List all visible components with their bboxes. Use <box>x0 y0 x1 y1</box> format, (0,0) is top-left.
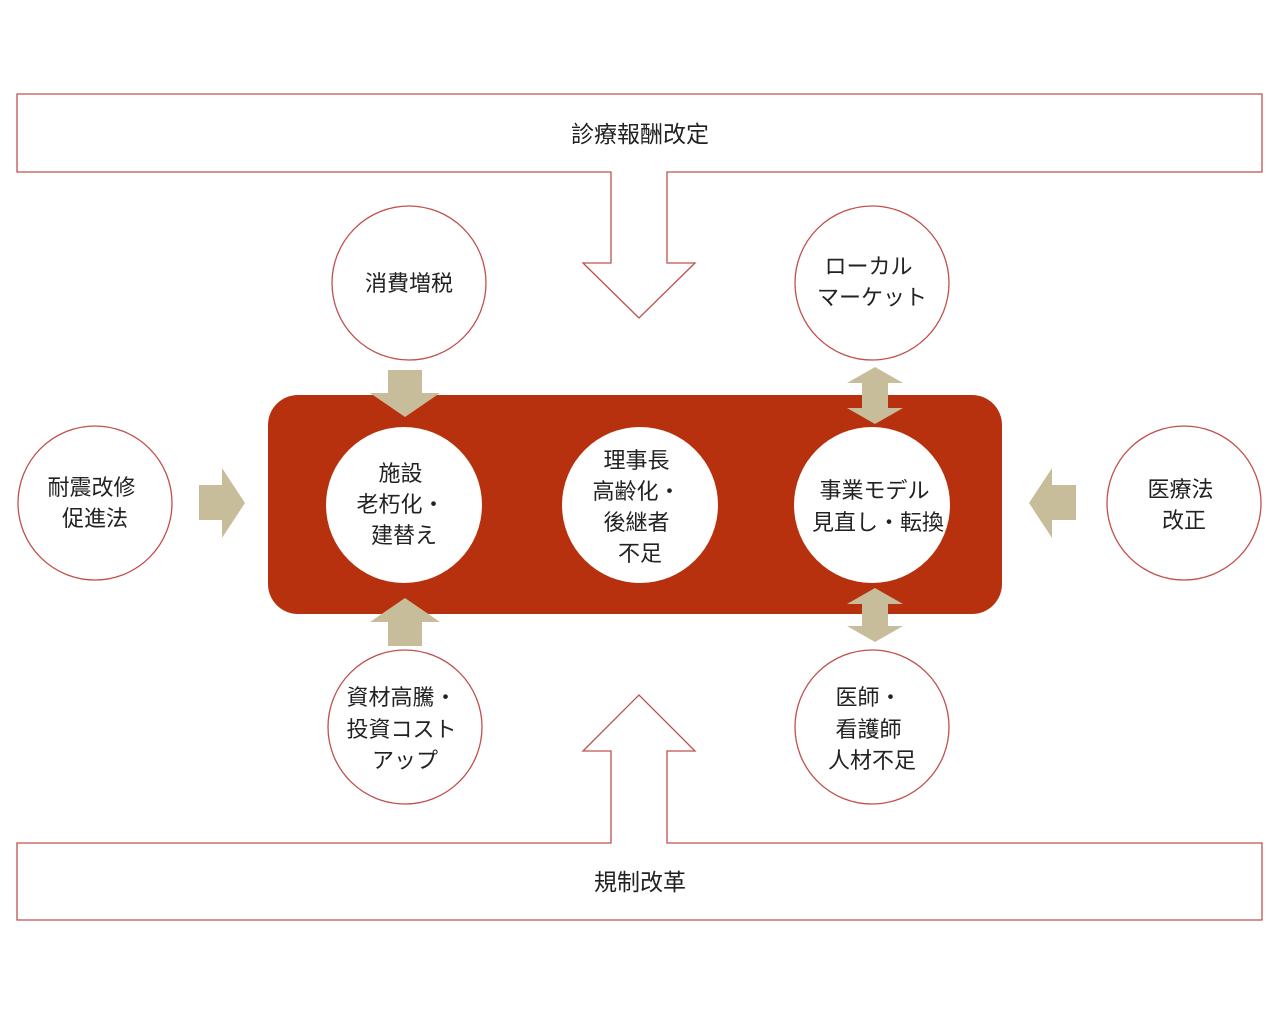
circle-medical-law <box>1106 425 1262 581</box>
circle-seismic-law <box>17 425 173 581</box>
label-material-cost: 資材高騰・ 投資コスト アップ <box>346 686 463 774</box>
label-medical-law: 医療法 改正 <box>1147 478 1220 534</box>
bottom-banner-label: 規制改革 <box>594 870 686 896</box>
arrow-local-market-business-model <box>847 367 903 424</box>
label-chairman: 理事長 高齢化・ 後継者 不足 <box>592 449 687 567</box>
circle-staff-shortage <box>794 649 950 805</box>
circle-consumption-tax <box>331 205 487 361</box>
circle-business-model <box>794 427 950 583</box>
arrow-staff-shortage-business-model <box>847 588 903 642</box>
label-seismic-law: 耐震改修 促進法 <box>47 476 142 532</box>
label-business-model: 事業モデル 見直し・転換 <box>812 479 944 536</box>
circle-local-market <box>794 205 950 361</box>
circle-facility <box>326 427 482 583</box>
label-consumption-tax: 消費増税 <box>365 272 453 297</box>
top-banner-arrow <box>16 93 1263 319</box>
bottom-banner-arrow <box>16 694 1263 921</box>
arrow-material-cost-to-facility <box>370 598 440 646</box>
label-facility: 施設 老朽化・ 建替え <box>356 462 451 549</box>
top-banner-label: 診療報酬改定 <box>571 122 709 148</box>
arrow-seismic-law-to-panel <box>199 468 245 538</box>
arrow-medical-law-to-panel <box>1029 468 1076 538</box>
circle-chairman <box>562 427 718 583</box>
label-local-market: ローカル マーケット <box>817 255 927 311</box>
arrow-consumption-tax-to-facility <box>370 370 440 417</box>
circle-material-cost <box>327 649 483 805</box>
label-staff-shortage: 医師・ 看護師 人材不足 <box>828 686 916 774</box>
